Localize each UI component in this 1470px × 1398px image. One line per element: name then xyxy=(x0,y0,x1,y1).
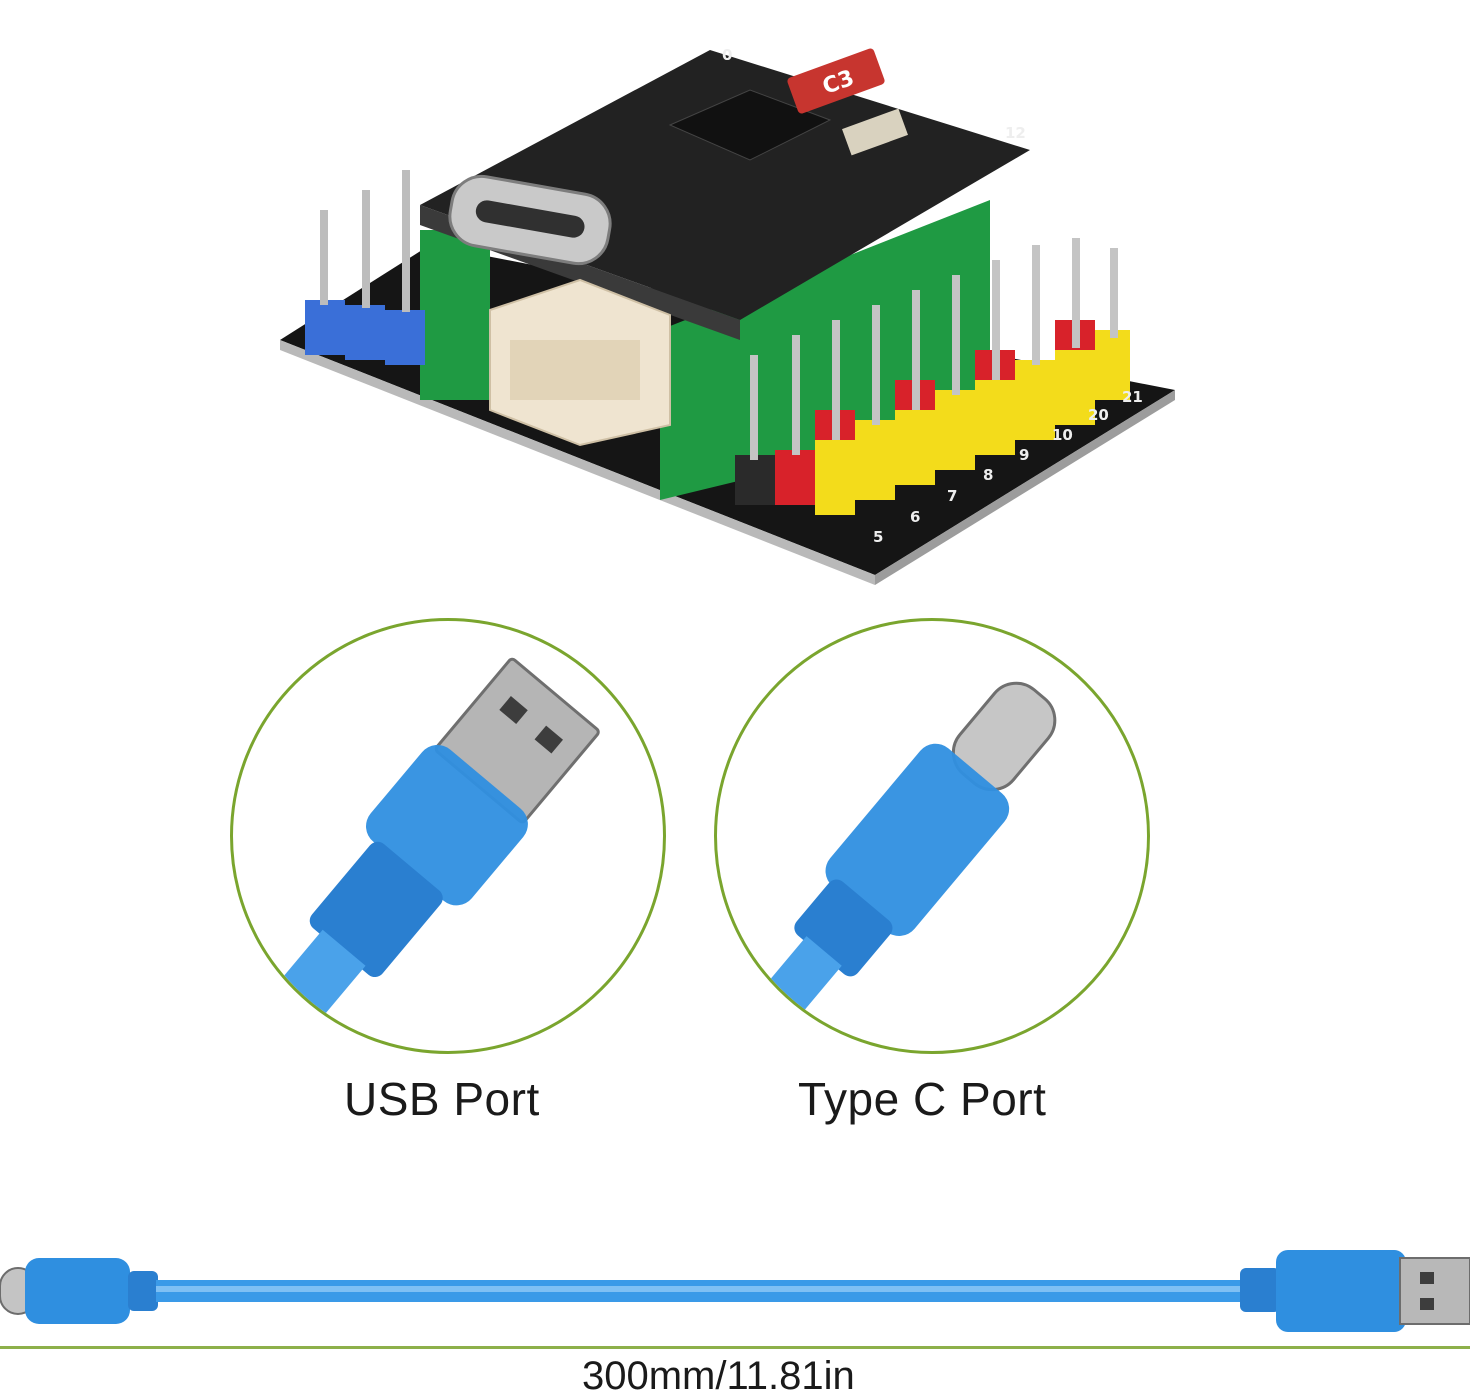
crystal xyxy=(842,108,908,156)
esp32-c3-board-image: C3 xyxy=(280,46,1175,585)
top-pin-label-0: 0 xyxy=(722,46,732,64)
pin-label-5: 5 xyxy=(873,528,883,546)
usb-port-closeup xyxy=(230,618,666,1054)
typec-port-label: Type C Port xyxy=(798,1073,1047,1125)
pin-number-labels: 5 6 7 8 9 10 20 21 0 12 xyxy=(722,46,1143,546)
chip-label-tag xyxy=(787,48,885,114)
green-header-left xyxy=(420,230,490,400)
base-pcb-edge-right xyxy=(875,390,1175,585)
usb-a-connector-image xyxy=(245,657,600,1051)
usb-port-label: USB Port xyxy=(344,1073,540,1125)
cable-typec-strain-relief xyxy=(128,1271,158,1311)
pin-label-8: 8 xyxy=(983,466,993,484)
cable-usba-plug xyxy=(1399,1257,1470,1325)
pin-label-6: 6 xyxy=(910,508,920,526)
cable-usba-strain-relief xyxy=(1240,1268,1280,1312)
pin-label-21: 21 xyxy=(1122,388,1143,406)
header-pins xyxy=(750,238,1118,460)
usb-cable-image xyxy=(0,1250,1470,1332)
blue-header-group xyxy=(305,170,425,365)
cable-usba-housing xyxy=(1276,1250,1406,1332)
pin-label-7: 7 xyxy=(947,487,957,505)
length-dimension-line xyxy=(0,1346,1470,1349)
board-usbc-slot xyxy=(475,200,585,238)
cable-wire-highlight xyxy=(156,1286,1242,1292)
pin-label-9: 9 xyxy=(1019,446,1029,464)
pin-label-10: 10 xyxy=(1052,426,1073,444)
cable-typec-housing xyxy=(25,1258,130,1324)
cable-length-label: 300mm/11.81in xyxy=(582,1354,855,1398)
jst-connector-opening xyxy=(510,340,640,400)
typec-connector-image xyxy=(729,681,1057,1051)
typec-port-closeup xyxy=(714,618,1150,1054)
pin-header-row xyxy=(735,320,1130,515)
base-pcb-edge xyxy=(280,340,875,585)
pin-label-20: 20 xyxy=(1088,406,1109,424)
esp32-chip xyxy=(668,89,832,161)
top-pin-label-12: 12 xyxy=(1005,124,1026,142)
